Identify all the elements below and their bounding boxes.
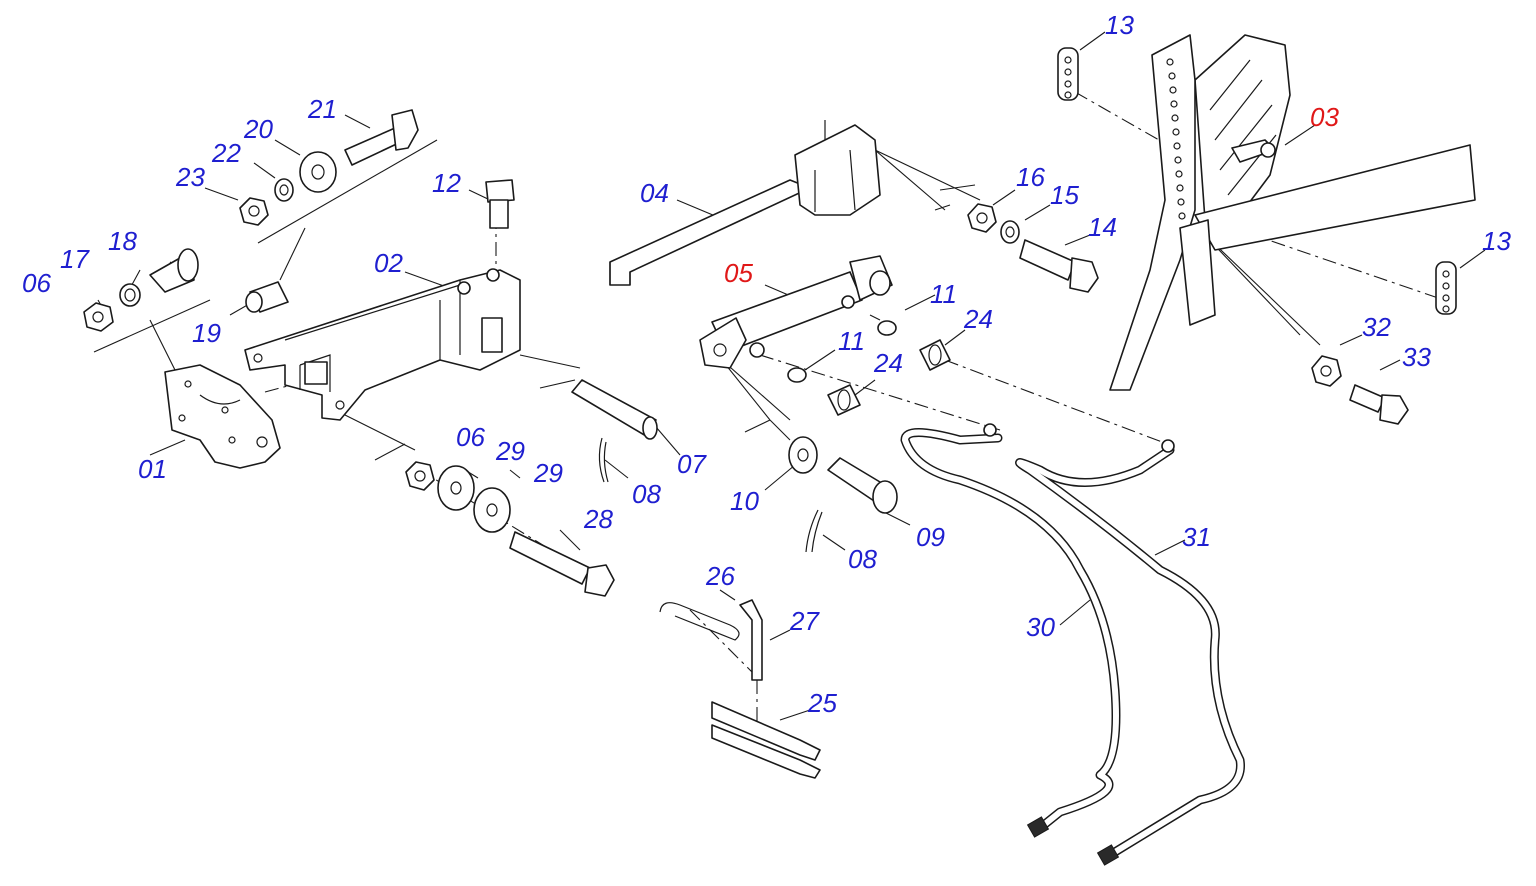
label-29-b: 29 xyxy=(533,458,563,488)
label-18: 18 xyxy=(108,226,137,256)
label-26: 26 xyxy=(705,561,735,591)
label-21: 21 xyxy=(307,94,337,124)
part-08-clip-a xyxy=(598,437,609,483)
label-08-a: 08 xyxy=(632,479,661,509)
label-13-right: 13 xyxy=(1482,226,1511,256)
label-27: 27 xyxy=(789,606,820,636)
label-17: 17 xyxy=(60,244,90,274)
leader-lines xyxy=(93,31,1486,730)
label-13-top: 13 xyxy=(1105,10,1134,40)
label-11-b: 11 xyxy=(838,326,865,356)
part-26-spring-pin xyxy=(659,602,740,641)
part-06-nut-left xyxy=(83,302,114,332)
label-08-b: 08 xyxy=(848,544,877,574)
label-28: 28 xyxy=(583,504,613,534)
label-19: 19 xyxy=(192,318,221,348)
label-25: 25 xyxy=(807,688,837,718)
part-13-plate-top xyxy=(1057,47,1079,101)
part-03-coulter xyxy=(1109,34,1476,391)
label-33: 33 xyxy=(1402,342,1431,372)
label-24-a: 24 xyxy=(963,304,993,334)
label-24-b: 24 xyxy=(873,348,903,378)
label-03: 03 xyxy=(1310,102,1339,132)
label-02: 02 xyxy=(374,248,403,278)
label-01: 01 xyxy=(138,454,167,484)
label-14: 14 xyxy=(1088,212,1117,242)
label-20: 20 xyxy=(243,114,273,144)
part-24-fitting-a xyxy=(919,339,951,371)
part-17-washer xyxy=(119,283,141,307)
part-11-oring-a xyxy=(877,320,897,336)
part-21-bolt xyxy=(344,109,419,166)
part-11-oring-b xyxy=(787,367,807,383)
part-30-hose xyxy=(900,423,1121,838)
part-02-frame xyxy=(244,268,521,421)
label-07: 07 xyxy=(677,449,707,479)
label-11-a: 11 xyxy=(930,279,957,309)
part-13-plate-right xyxy=(1435,261,1457,315)
label-06-left: 06 xyxy=(22,268,51,298)
part-14-bolt xyxy=(1019,239,1099,293)
part-23-nut xyxy=(239,197,269,226)
label-29-a: 29 xyxy=(495,436,525,466)
label-32: 32 xyxy=(1362,312,1391,342)
part-31-hose xyxy=(1015,439,1245,866)
label-30: 30 xyxy=(1026,612,1055,642)
label-15: 15 xyxy=(1050,180,1079,210)
part-12-bolt xyxy=(485,179,515,229)
label-05: 05 xyxy=(724,258,753,288)
part-10-washer xyxy=(788,436,818,474)
part-04-arm xyxy=(609,120,881,286)
label-16: 16 xyxy=(1016,162,1045,192)
part-33-bolt xyxy=(1349,384,1409,425)
part-27-pin xyxy=(739,599,763,681)
part-01-bracket xyxy=(164,364,281,469)
part-labels: 01 02 03 04 05 06 06 07 08 08 09 10 11 1… xyxy=(22,10,1511,718)
part-09-pin xyxy=(827,457,898,514)
part-19-spacer xyxy=(245,281,289,313)
part-29-washer-b xyxy=(473,487,511,533)
part-16-nut xyxy=(967,203,997,233)
part-07-pin xyxy=(571,379,658,440)
label-12: 12 xyxy=(432,168,461,198)
part-20-washer xyxy=(299,151,337,193)
part-05-cylinder xyxy=(699,255,893,369)
label-10: 10 xyxy=(730,486,759,516)
part-15-washer xyxy=(1000,220,1020,244)
part-25-bracket xyxy=(711,701,821,779)
part-28-bolt xyxy=(509,531,615,597)
label-31: 31 xyxy=(1182,522,1211,552)
label-06-lower: 06 xyxy=(456,422,485,452)
part-24-fitting-b xyxy=(827,384,861,416)
part-18-bolt xyxy=(149,248,199,293)
part-06-nut-lower xyxy=(405,461,435,491)
label-23: 23 xyxy=(175,162,205,192)
part-08-clip-b xyxy=(805,509,823,553)
label-04: 04 xyxy=(640,178,669,208)
coulter-holes xyxy=(1166,58,1186,220)
label-22: 22 xyxy=(211,138,241,168)
part-29-washer-a xyxy=(437,465,475,511)
part-32-nut xyxy=(1311,355,1342,387)
part-22-washer xyxy=(274,178,294,202)
label-09: 09 xyxy=(916,522,945,552)
